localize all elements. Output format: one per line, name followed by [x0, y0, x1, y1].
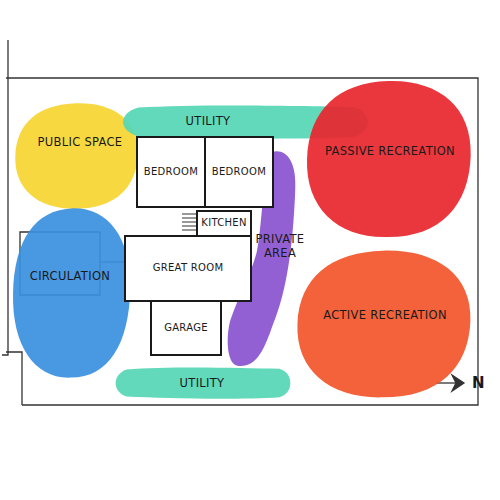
zone-label: PRIVATE AREA: [250, 232, 310, 261]
zone-bubble: PUBLIC SPACE: [10, 100, 142, 212]
zone-label: GREAT ROOM: [128, 262, 248, 275]
zone-label: GARAGE: [154, 322, 218, 335]
room: BEDROOM: [136, 136, 206, 208]
zone-band: UTILITY: [112, 366, 294, 400]
zone-label: BEDROOM: [208, 166, 270, 179]
zone-shape: [300, 76, 476, 242]
zone-label: KITCHEN: [200, 217, 248, 230]
zone-label: BEDROOM: [140, 166, 202, 179]
north-label: N: [472, 374, 485, 392]
zone-shape: [10, 100, 142, 212]
room: GARAGE: [150, 300, 222, 356]
zone-bubble: PASSIVE RECREATION: [300, 76, 476, 242]
zone-label: UTILITY: [152, 376, 252, 390]
room: BEDROOM: [204, 136, 274, 208]
zone-label: UTILITY: [158, 114, 258, 128]
stair-symbol: [182, 214, 196, 230]
zone-label: PASSIVE RECREATION: [320, 144, 460, 158]
zone-shape: [8, 203, 134, 383]
zone-label: PUBLIC SPACE: [30, 135, 130, 149]
zone-bubble: CIRCULATION: [8, 203, 134, 383]
room: GREAT ROOM: [124, 235, 252, 302]
zone-label: CIRCULATION: [18, 269, 122, 283]
property-boundary: [2, 40, 478, 405]
zone-shape: [290, 246, 476, 402]
zone-label: ACTIVE RECREATION: [310, 308, 460, 322]
room: KITCHEN: [196, 210, 252, 237]
zone-bubble: ACTIVE RECREATION: [290, 246, 476, 402]
